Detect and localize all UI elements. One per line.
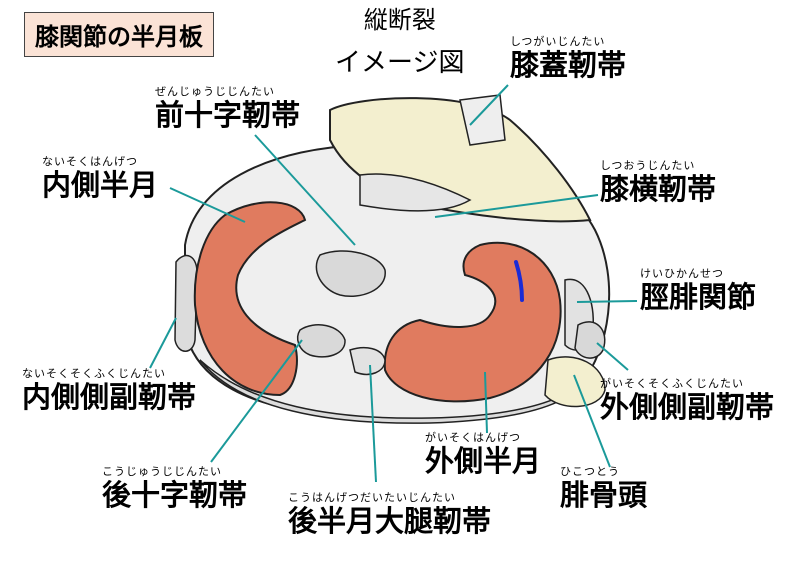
ruby-meniscofemoral-ligament: こうはんげつだいたいじんたい <box>288 491 456 504</box>
leader-tibiofibular-joint <box>576 300 638 303</box>
text-meniscofemoral-ligament: 後半月大腿靭帯 <box>288 504 492 538</box>
text-tibiofibular-joint: 脛腓関節 <box>640 280 757 314</box>
lcl-shape <box>574 321 606 359</box>
tear-mark <box>514 260 524 302</box>
quad-tendon-band <box>459 94 506 146</box>
label-mcl: ないそくそくふくじんたい 内側側副靭帯 <box>22 368 196 412</box>
leader-patellar-ligament <box>469 84 509 126</box>
text-patellar-ligament: 膝蓋靭帯 <box>510 48 627 82</box>
transverse-ligament-shape <box>359 173 472 212</box>
text-acl: 前十字靭帯 <box>155 98 301 132</box>
leader-medial-meniscus <box>169 187 246 223</box>
ruby-transverse-ligament: しつおうじんたい <box>600 159 696 172</box>
text-transverse-ligament: 膝横靭帯 <box>600 172 717 206</box>
label-transverse-ligament: しつおうじんたい 膝横靭帯 <box>600 160 716 204</box>
label-lcl: がいそくそくふくじんたい 外側側副靭帯 <box>600 378 774 422</box>
ruby-medial-meniscus: ないそくはんげつ <box>42 155 138 168</box>
label-medial-meniscus: ないそくはんげつ 内側半月 <box>42 156 158 200</box>
label-fibular-head: ひこつとう 腓骨頭 <box>560 466 647 510</box>
acl-shape <box>315 250 386 297</box>
leader-transverse-ligament <box>434 194 599 218</box>
diagram-title: 膝関節の半月板 <box>24 12 214 57</box>
leader-lateral-meniscus <box>484 371 488 434</box>
lateral-meniscus-shape <box>383 241 562 403</box>
label-meniscofemoral-ligament: こうはんげつだいたいじんたい 後半月大腿靭帯 <box>288 492 491 536</box>
subtitle-line2: イメージ図 <box>335 48 465 78</box>
subtitle: 縦断裂 イメージ図 <box>335 8 464 76</box>
text-mcl: 内側側副靭帯 <box>22 380 197 414</box>
text-medial-meniscus: 内側半月 <box>42 168 159 202</box>
leader-fibular-head <box>573 374 611 468</box>
fibular-head-shape <box>544 356 606 408</box>
ruby-acl: ぜんじゅうじじんたい <box>155 85 275 98</box>
ruby-pcl: こうじゅうじじんたい <box>102 465 222 478</box>
leader-acl <box>254 134 356 246</box>
label-acl: ぜんじゅうじじんたい 前十字靭帯 <box>155 86 300 130</box>
text-pcl: 後十字靭帯 <box>102 478 248 512</box>
label-lateral-meniscus: がいそくはんげつ 外側半月 <box>425 432 541 476</box>
leader-mcl <box>149 317 177 369</box>
mcl-shape <box>174 254 198 352</box>
leader-lines <box>149 84 638 483</box>
medial-meniscus-shape <box>193 201 307 397</box>
text-lcl: 外側側副靭帯 <box>600 390 775 424</box>
pcl-shape <box>297 324 346 358</box>
label-patellar-ligament: しつがいじんたい 膝蓋靭帯 <box>510 36 626 80</box>
mfl-shape <box>349 347 386 376</box>
ruby-tibiofibular-joint: けいひかんせつ <box>640 267 724 280</box>
text-lateral-meniscus: 外側半月 <box>425 444 542 478</box>
subtitle-line1: 縦断裂 <box>363 6 436 34</box>
ruby-lcl: がいそくそくふくじんたい <box>600 377 744 390</box>
ruby-mcl: ないそくそくふくじんたい <box>22 367 166 380</box>
label-tibiofibular-joint: けいひかんせつ 脛腓関節 <box>640 268 756 312</box>
label-pcl: こうじゅうじじんたい 後十字靭帯 <box>102 466 247 510</box>
leader-lcl <box>596 342 629 371</box>
leader-pcl <box>210 339 303 463</box>
leader-mfl <box>369 364 377 483</box>
ruby-patellar-ligament: しつがいじんたい <box>510 35 606 48</box>
ruby-lateral-meniscus: がいそくはんげつ <box>425 431 521 444</box>
text-fibular-head: 腓骨頭 <box>560 478 648 512</box>
ruby-fibular-head: ひこつとう <box>560 465 620 478</box>
